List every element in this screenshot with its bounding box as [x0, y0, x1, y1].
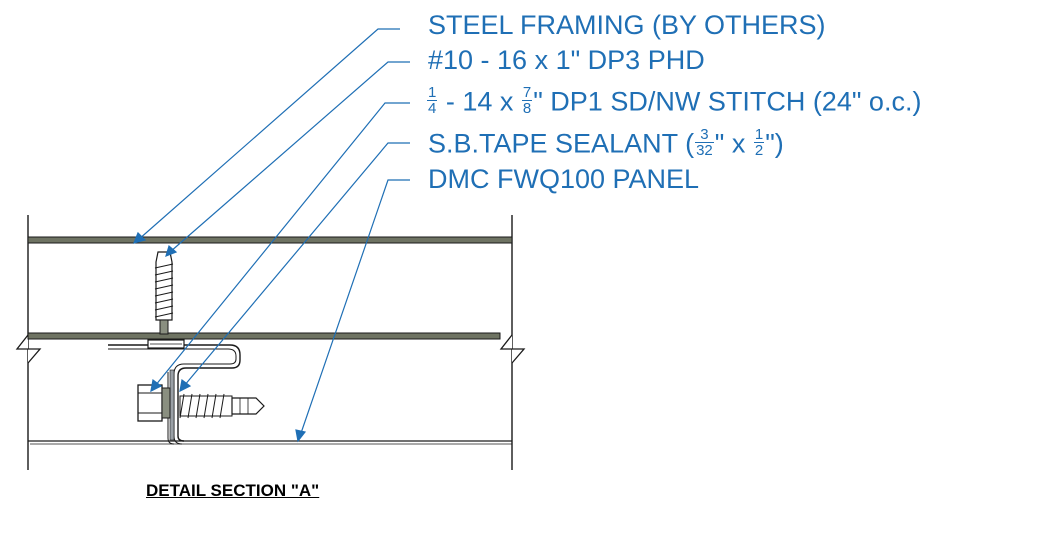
vertical-fastener	[147, 251, 185, 349]
sealant-fraction-2: 1 2	[753, 126, 765, 159]
leader-framing	[137, 28, 400, 241]
label-fastener: #10 - 16 x 1" DP3 PHD	[428, 45, 705, 75]
top-framing-member	[27, 236, 513, 244]
lower-framing-member	[27, 332, 501, 340]
leader-sealant-arrow	[179, 378, 192, 393]
right-break-mark	[499, 334, 526, 364]
panel-joint-lip	[167, 372, 175, 445]
sealant-fraction-1: 3 32	[695, 126, 714, 159]
stitch-screw	[137, 384, 265, 422]
detail-title: DETAIL SECTION "A"	[146, 481, 320, 500]
leader-panel	[299, 179, 410, 437]
label-steel-framing: STEEL FRAMING (BY OTHERS)	[428, 10, 826, 40]
leader-sealant	[183, 142, 410, 387]
stitch-fraction-2: 7 8	[521, 84, 533, 117]
label-panel: DMC FWQ100 PANEL	[428, 164, 700, 194]
panel-joint-profile	[108, 344, 241, 442]
leader-stitch	[154, 102, 410, 387]
leader-fastener	[169, 61, 410, 253]
leader-framing-arrow	[132, 231, 147, 244]
leader-panel-arrow	[295, 429, 307, 443]
label-tape-sealant: S.B.TAPE SEALANT ( 3 32 " x 1 2 ")	[428, 126, 784, 159]
leader-fastener-arrow	[165, 244, 178, 258]
stitch-fraction-1: 1 4	[427, 84, 438, 117]
leader-stitch-arrow	[150, 378, 163, 393]
tape-sealant	[169, 369, 175, 441]
left-break-mark	[15, 334, 42, 364]
label-stitch-screw: 1 4 - 14 x 7 8 " DP1 SD/NW STITCH (24" o…	[427, 84, 922, 117]
panel-joint-profile-inner	[108, 348, 237, 445]
